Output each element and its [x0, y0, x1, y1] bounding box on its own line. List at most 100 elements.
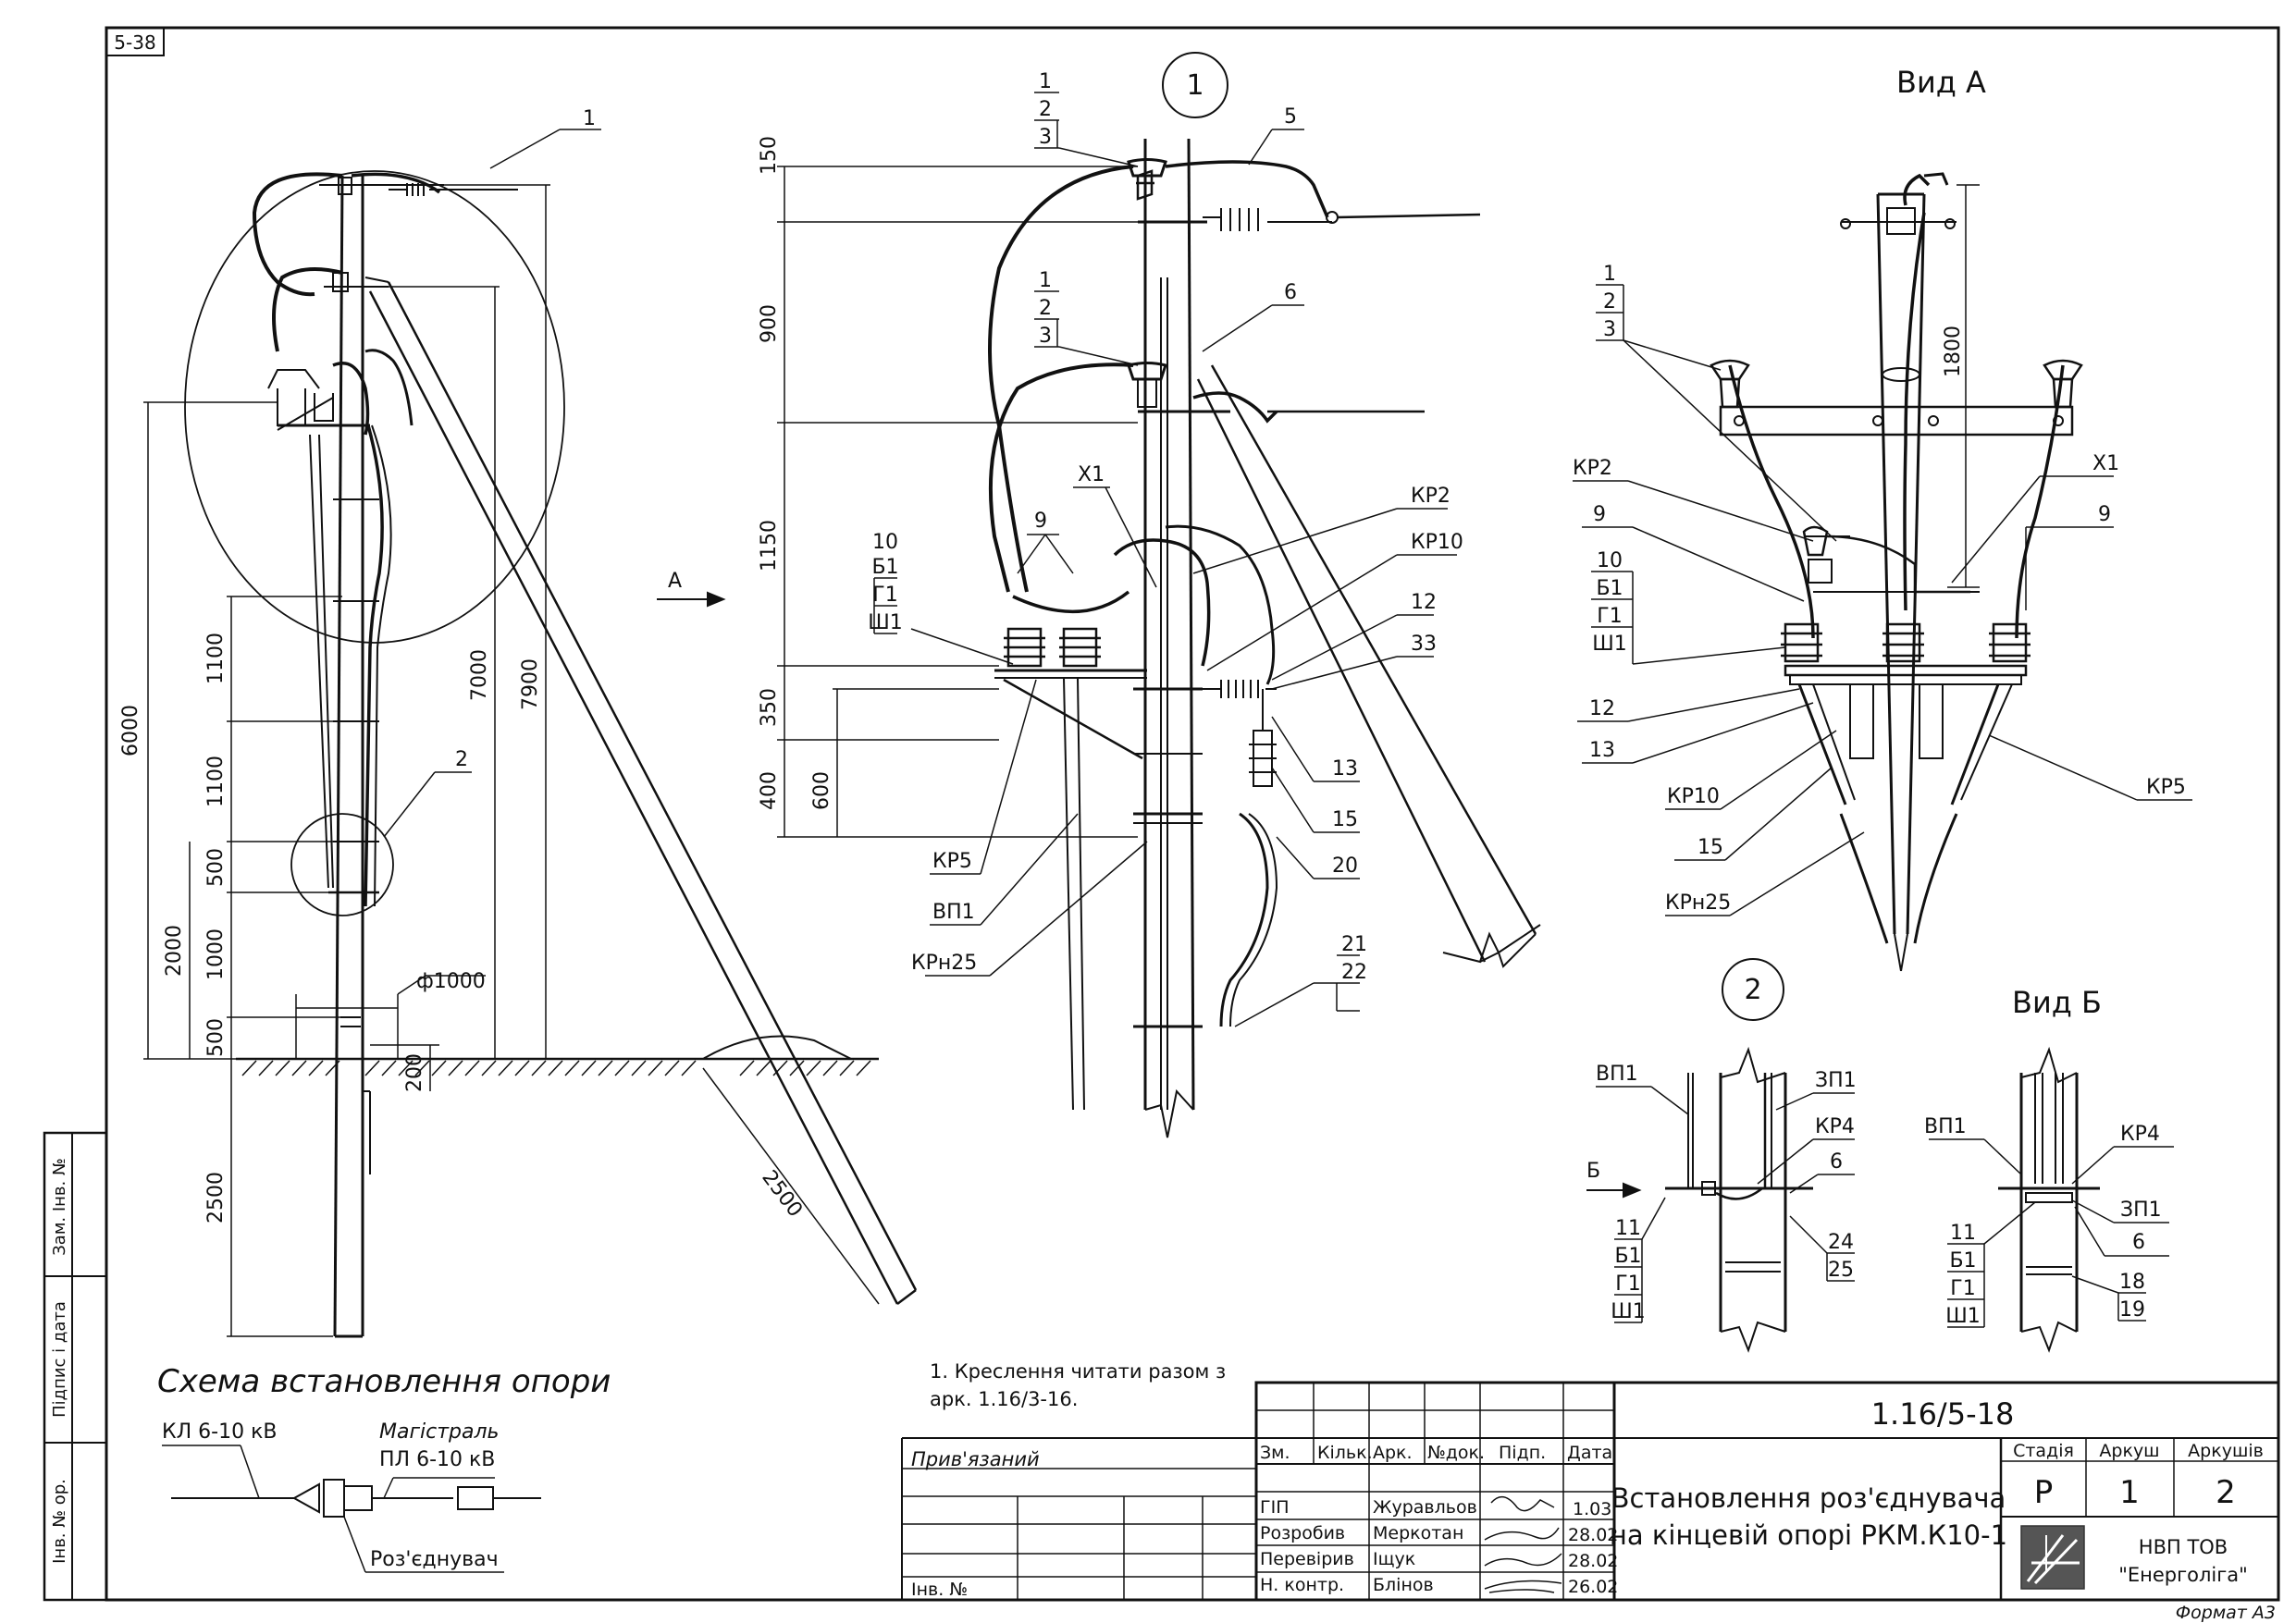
view-b-stack-sh1: Ш1	[1945, 1305, 1981, 1328]
tb-sheets-label: Аркушів	[2188, 1441, 2264, 1461]
d1-label-13: 13	[1332, 757, 1358, 781]
d1-label-kpn25: КРн25	[911, 952, 977, 975]
tb-name-zhuravlov: Журавльов	[1373, 1497, 1477, 1518]
tb-sheet-value: 1	[2119, 1474, 2140, 1511]
view-b: Вид Б ВП1 КР4 ЗП1 6 11 Б1 Г1 Ш1	[1924, 985, 2174, 1353]
d1-stack-mid-3: 3	[1039, 325, 1052, 348]
d1-stack-top-1: 1	[1039, 70, 1052, 93]
detail-2-label: 2	[1744, 974, 1761, 1006]
d1-dim-150: 150	[758, 136, 781, 175]
tb-title-line-1: Встановлення роз'єднувача	[1611, 1482, 2006, 1514]
tb-date-1: 1.03	[1573, 1499, 1611, 1519]
detail-1-badge	[1162, 52, 1228, 118]
scheme-switch-label: Роз'єднувач	[370, 1548, 499, 1571]
dim-2500-strut: 2500	[757, 1166, 807, 1222]
tb-org-line-1: НВП ТОВ	[2139, 1536, 2228, 1558]
detail-2-view: 2 Б ВП1 ЗП1 КР4 6 11	[1586, 958, 1857, 1353]
view-a-label-kp2: КР2	[1573, 457, 1612, 480]
tb-name-merkotan: Меркотан	[1373, 1523, 1463, 1543]
d1-stack-left-b1: Б1	[871, 556, 898, 579]
view-a-stack10-10: 10	[1597, 549, 1623, 572]
view-a-stack-3: 3	[1603, 318, 1616, 341]
detail-1-view: 1	[758, 52, 1537, 1138]
signatures	[1484, 1495, 1562, 1593]
dim-phi1000: ф1000	[416, 970, 486, 993]
view-b-stack-18: 18	[2119, 1271, 2145, 1294]
view-a-stack10-b1: Б1	[1596, 577, 1623, 600]
view-b-title: Вид Б	[2012, 985, 2102, 1020]
view-a-stack-2: 2	[1603, 290, 1616, 314]
view-a-stack10-sh1: Ш1	[1592, 633, 1627, 656]
view-b-stack-11: 11	[1950, 1222, 1976, 1245]
detail-2-stack-11: 11	[1615, 1217, 1641, 1240]
dim-2500: 2500	[204, 1172, 228, 1223]
tb-header-kilk: Кільк.	[1317, 1443, 1373, 1463]
d1-label-21: 21	[1341, 933, 1367, 956]
d1-label-12: 12	[1411, 591, 1437, 614]
detail-2-label-zp1: ЗП1	[1815, 1069, 1857, 1092]
d1-label-20: 20	[1332, 855, 1358, 878]
detail-2-label-kp4: КР4	[1815, 1115, 1855, 1138]
scheme-kl-label: КЛ 6-10 кВ	[162, 1420, 277, 1444]
view-a-label-kp10: КР10	[1667, 785, 1720, 808]
view-a: Вид А	[1442, 65, 2192, 972]
tb-title-line-2: на кінцевій опорі РКМ.К10-1	[1610, 1519, 2007, 1551]
d1-label-9: 9	[1034, 510, 1047, 533]
scheme-mag-label: Магістраль	[379, 1420, 500, 1444]
note-line-1: 1. Креслення читати разом з	[930, 1360, 1226, 1383]
d1-stack-mid-2: 2	[1039, 297, 1052, 320]
d1-dim-600: 600	[810, 771, 833, 810]
tb-role-pereviryv: Перевірив	[1260, 1549, 1354, 1569]
view-b-stack-g1: Г1	[1950, 1277, 1975, 1300]
dim-1100-a: 1100	[204, 633, 228, 684]
d1-dim-350: 350	[758, 688, 781, 727]
detail-2-stack-24: 24	[1828, 1231, 1854, 1254]
detail-2-label-6: 6	[1830, 1150, 1843, 1174]
tb-date-4: 26.02	[1568, 1577, 1618, 1597]
view-a-arrow-label: А	[668, 570, 682, 593]
d1-stack-left-g1: Г1	[872, 584, 897, 607]
corner-label: 5-38	[114, 31, 155, 54]
stamp-inv-label: Інв. № ор.	[50, 1479, 69, 1564]
view-a-label-x1: Х1	[2092, 452, 2119, 475]
tb-sheet-label: Аркуш	[2099, 1441, 2159, 1461]
title-block: Прив'язаний Інв. № Зм. Кільк. Арк. №док.…	[901, 1381, 2280, 1602]
d1-label-x1: Х1	[1078, 463, 1105, 486]
view-a-label-15: 15	[1697, 836, 1723, 859]
view-a-label-9r: 9	[2098, 503, 2111, 526]
d1-label-33: 33	[1411, 633, 1437, 656]
view-b-stack-19: 19	[2119, 1298, 2145, 1322]
tb-role-rozrobyv: Розробив	[1260, 1523, 1345, 1543]
detail-2-stack-25: 25	[1828, 1259, 1854, 1282]
format-label: Формат А3	[2176, 1603, 2276, 1623]
tb-header-ndok: №док.	[1427, 1443, 1485, 1463]
tb-pryvyazanyi: Прив'язаний	[911, 1448, 1040, 1470]
sheet-frame	[105, 26, 2280, 1602]
tb-doc-code: 1.16/5-18	[1871, 1396, 2015, 1432]
dim-200: 200	[403, 1053, 426, 1092]
tb-date-2: 28.02	[1568, 1525, 1618, 1545]
view-a-label-kpn25: КРн25	[1665, 891, 1731, 915]
detail-2-arrow-label: Б	[1586, 1160, 1600, 1183]
d1-dim-1150: 1150	[758, 520, 781, 572]
view-b-label-kp4: КР4	[2120, 1123, 2160, 1146]
d1-stack-top-2: 2	[1039, 98, 1052, 121]
detail-1-label: 1	[1186, 69, 1204, 102]
detail-2-label-vp1: ВП1	[1596, 1063, 1638, 1086]
installation-scheme: Схема встановлення опори КЛ 6-10 кВ Магі…	[157, 1363, 611, 1573]
d1-stack-left-sh1: Ш1	[868, 611, 903, 634]
d1-label-vp1: ВП1	[932, 901, 975, 924]
view-a-label-13: 13	[1589, 739, 1615, 762]
side-stamp: Інв. № ор. Підпис і дата Зам. Інв. №	[43, 1131, 108, 1602]
tb-sheets-value: 2	[2216, 1474, 2236, 1511]
dim-1000: 1000	[204, 928, 228, 980]
d1-stack-left-10: 10	[872, 531, 898, 554]
view-a-title: Вид А	[1896, 65, 1986, 100]
d1-label-kp5: КР5	[932, 850, 972, 873]
tb-org-line-2: "Енерголіга"	[2118, 1564, 2248, 1586]
detail-2-stack-sh1: Ш1	[1611, 1300, 1646, 1323]
tb-stage-value: Р	[2034, 1474, 2054, 1511]
detail-2-stack-b1: Б1	[1614, 1245, 1641, 1268]
tb-header-zm: Зм.	[1260, 1443, 1290, 1463]
